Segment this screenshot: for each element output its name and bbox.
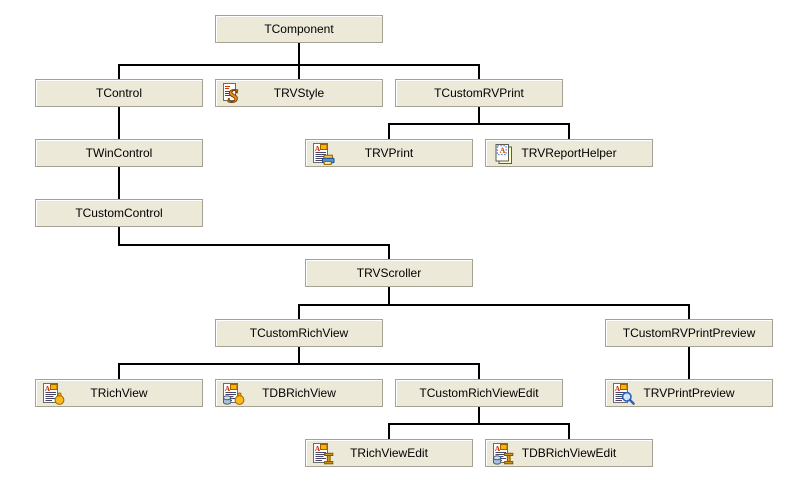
node-trichview[interactable]: TRichView [35, 379, 203, 407]
connector-line [688, 304, 690, 319]
node-label: TRVReportHelper [521, 146, 617, 160]
node-tcustomrvprint[interactable]: TCustomRVPrint [395, 79, 563, 107]
connector-line [298, 347, 300, 363]
connector-line [118, 363, 480, 365]
connector-line [298, 43, 300, 79]
node-tcustomrichviewedit[interactable]: TCustomRichViewEdit [395, 379, 563, 407]
node-label: TCustomRichView [249, 326, 349, 340]
node-trvprintpreview[interactable]: TRVPrintPreview [605, 379, 773, 407]
node-tdbrichview[interactable]: TDBRichView [215, 379, 383, 407]
connector-line [388, 423, 390, 439]
connector-line [118, 107, 120, 139]
node-label: TControl [95, 86, 142, 100]
node-tcontrol[interactable]: TControl [35, 79, 203, 107]
node-label: TComponent [264, 22, 334, 36]
node-trvreporthelper[interactable]: A TRVReportHelper [485, 139, 653, 167]
node-tcustomcontrol[interactable]: TCustomControl [35, 199, 203, 227]
svg-text:A: A [500, 146, 506, 155]
node-trvstyle[interactable]: S TRVStyle [215, 79, 383, 108]
node-label: TRVPrintPreview [643, 386, 735, 400]
connector-line [388, 287, 390, 304]
connector-line [118, 227, 120, 244]
print-icon [311, 142, 335, 166]
node-twincontrol[interactable]: TWinControl [35, 139, 203, 167]
node-tcustomrichview[interactable]: TCustomRichView [215, 319, 383, 347]
connector-line [478, 64, 480, 79]
node-trvprint[interactable]: TRVPrint [305, 139, 473, 167]
report-helper-icon: A [491, 142, 515, 166]
connector-line [568, 423, 570, 439]
connector-line [568, 123, 570, 139]
node-trichviewedit[interactable]: TRichViewEdit [305, 439, 473, 467]
node-tcomponent[interactable]: TComponent [215, 15, 383, 43]
connector-line [118, 167, 120, 199]
richview-edit-icon [311, 442, 335, 466]
connector-line [388, 244, 390, 259]
connector-line [118, 244, 390, 246]
connector-line [298, 304, 300, 319]
node-tdbrichviewedit[interactable]: TDBRichViewEdit [485, 439, 653, 467]
connector-line [478, 407, 480, 423]
node-label: TRVScroller [356, 266, 422, 280]
node-label: TDBRichView [262, 386, 336, 400]
connector-line [388, 123, 570, 125]
node-label: TWinControl [85, 146, 153, 160]
node-label: TCustomRVPrint [434, 86, 524, 100]
connector-line [478, 363, 480, 379]
db-richview-icon [221, 382, 245, 406]
connector-line [118, 363, 120, 379]
node-label: TCustomRichViewEdit [419, 386, 539, 400]
connector-line [478, 107, 480, 123]
connector-line [388, 123, 390, 139]
svg-text:S: S [228, 86, 239, 107]
node-label: TRVStyle [273, 86, 325, 100]
node-label: TRichView [90, 386, 148, 400]
connector-line [688, 347, 690, 379]
node-label: TRVPrint [364, 146, 414, 160]
node-label: TRichViewEdit [350, 446, 428, 460]
rvstyle-icon: S [221, 82, 245, 108]
node-tcustomrvprintpreview[interactable]: TCustomRVPrintPreview [605, 319, 773, 347]
connector-line [118, 64, 120, 79]
db-richview-edit-icon [491, 442, 515, 466]
node-label: TCustomControl [75, 206, 163, 220]
node-label: TDBRichViewEdit [521, 446, 617, 460]
print-preview-icon [611, 382, 635, 406]
node-label: TCustomRVPrintPreview [622, 326, 756, 340]
connector-line [388, 423, 570, 425]
node-trvscroller[interactable]: TRVScroller [305, 259, 473, 287]
connector-line [118, 64, 480, 66]
richview-icon [41, 382, 65, 406]
connector-line [298, 304, 690, 306]
